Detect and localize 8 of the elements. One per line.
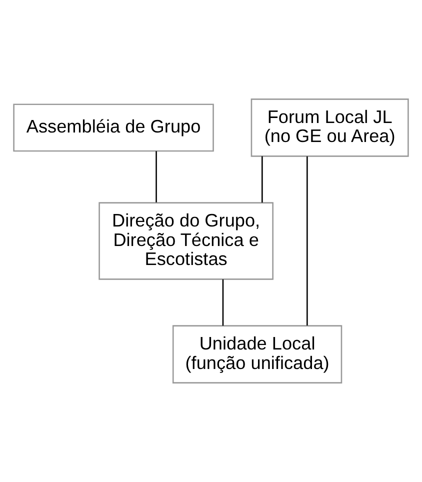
- connector: [306, 156, 308, 326]
- node-box: Assembléia de Grupo: [13, 104, 214, 152]
- node-box: Forum Local JL (no GE ou Area): [250, 98, 409, 157]
- node-box: Direção do Grupo, Direção Técnica e Escotistas: [98, 202, 274, 280]
- connector: [222, 279, 224, 326]
- connector: [262, 156, 263, 203]
- node-box: Unidade Local (função unificada): [172, 325, 342, 384]
- connector: [156, 151, 157, 202]
